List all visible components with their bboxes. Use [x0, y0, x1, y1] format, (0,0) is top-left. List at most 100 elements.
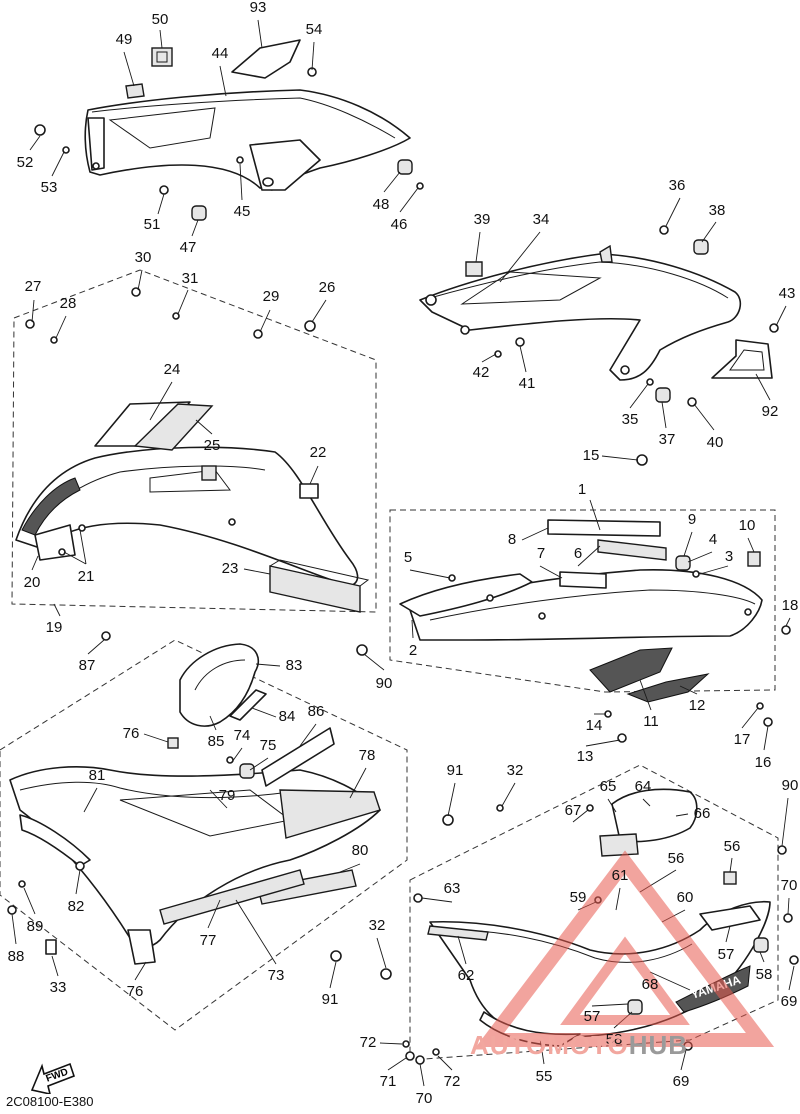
- callout-83: 83: [286, 657, 303, 674]
- watermark-text: AUTOMOTOHUB: [470, 1030, 688, 1061]
- collar-35: [646, 378, 654, 386]
- callout-20: 20: [24, 574, 41, 591]
- decal-93: [231, 39, 301, 79]
- callout-56: 56: [724, 838, 741, 855]
- callout-78: 78: [359, 747, 376, 764]
- callout-48: 48: [373, 196, 390, 213]
- callout-29: 29: [263, 288, 280, 305]
- fwd-arrow: FWD: [28, 1060, 76, 1099]
- callout-91: 91: [322, 991, 339, 1008]
- callout-72: 72: [360, 1034, 377, 1051]
- nut-10: [747, 551, 761, 567]
- callout-47: 47: [180, 239, 197, 256]
- callout-86: 86: [308, 703, 325, 720]
- rivet-33: [45, 939, 57, 955]
- callout-68: 68: [642, 976, 659, 993]
- callout-50: 50: [152, 11, 169, 28]
- bolt-88: [7, 905, 17, 915]
- group-outline-19: [11, 269, 377, 613]
- callout-26: 26: [319, 279, 336, 296]
- callout-56: 56: [668, 850, 685, 867]
- leader-lines: [11, 19, 795, 1087]
- bolt-70: [783, 913, 793, 923]
- callout-8: 8: [508, 531, 516, 548]
- callout-1: 1: [578, 481, 586, 498]
- rivet-26: [304, 320, 316, 332]
- side-cover-44: [84, 89, 411, 191]
- callout-72: 72: [444, 1073, 461, 1090]
- callout-12: 12: [689, 697, 706, 714]
- clip-89: [18, 880, 26, 888]
- clip-72: [402, 1040, 410, 1048]
- callout-32: 32: [507, 762, 524, 779]
- panel-24: [94, 401, 191, 447]
- callout-36: 36: [669, 177, 686, 194]
- callout-9: 9: [688, 511, 696, 528]
- side-cowling-19: [15, 446, 359, 587]
- rivet-91-b: [442, 814, 454, 826]
- rivet-90: [356, 644, 368, 656]
- grommet-58: [753, 937, 769, 953]
- callout-67: 67: [565, 802, 582, 819]
- diagram-code: 2C08100-E380: [6, 1094, 94, 1109]
- trim-77: [159, 869, 305, 925]
- bolt-70-b: [415, 1055, 425, 1065]
- callout-52: 52: [17, 154, 34, 171]
- bolt-51: [159, 185, 169, 195]
- watermark-part1: AUTOMOTO: [470, 1030, 629, 1060]
- bolt-30: [131, 287, 141, 297]
- callout-34: 34: [533, 211, 550, 228]
- callout-32: 32: [369, 917, 386, 934]
- callout-7: 7: [537, 545, 545, 562]
- washer-17: [756, 702, 764, 710]
- callout-71: 71: [380, 1073, 397, 1090]
- watermark-part2: HUB: [628, 1030, 689, 1060]
- callout-66: 66: [694, 805, 711, 822]
- callout-69: 69: [673, 1073, 690, 1090]
- callout-45: 45: [234, 203, 251, 220]
- collar-74: [226, 756, 234, 764]
- callout-10: 10: [739, 517, 756, 534]
- grommet-37: [655, 387, 671, 403]
- rivet-90-b: [777, 845, 787, 855]
- callout-54: 54: [306, 21, 323, 38]
- callout-70: 70: [781, 877, 798, 894]
- callout-51: 51: [144, 216, 161, 233]
- callout-11: 11: [643, 713, 659, 730]
- callout-91: 91: [447, 762, 464, 779]
- strip-86: [261, 727, 335, 787]
- callout-39: 39: [474, 211, 491, 228]
- callout-18: 18: [782, 597, 799, 614]
- callout-13: 13: [577, 748, 594, 765]
- callout-42: 42: [473, 364, 490, 381]
- callout-25: 25: [204, 437, 221, 454]
- callout-24: 24: [164, 361, 181, 378]
- rivet-91: [330, 950, 342, 962]
- washer-31: [172, 312, 180, 320]
- callout-22: 22: [310, 444, 327, 461]
- callout-30: 30: [135, 249, 152, 266]
- callout-69: 69: [781, 993, 798, 1010]
- callout-43: 43: [779, 285, 796, 302]
- nut-39: [465, 261, 483, 277]
- bolt-69: [789, 955, 799, 965]
- damper-80: [257, 869, 357, 905]
- callout-90: 90: [376, 675, 393, 692]
- callout-61: 61: [612, 867, 629, 884]
- watermark-triangle-icon: [475, 850, 775, 1047]
- callout-64: 64: [635, 778, 652, 795]
- callout-44: 44: [212, 45, 229, 62]
- callout-15: 15: [583, 447, 600, 464]
- panel-57: [699, 905, 761, 931]
- bolt-36: [659, 225, 669, 235]
- bolt-18: [781, 625, 791, 635]
- grommet-75: [239, 763, 255, 779]
- bolt-16: [763, 717, 773, 727]
- callout-92: 92: [762, 403, 779, 420]
- callout-82: 82: [68, 898, 85, 915]
- callout-57: 57: [584, 1008, 601, 1025]
- nut-76: [167, 737, 179, 749]
